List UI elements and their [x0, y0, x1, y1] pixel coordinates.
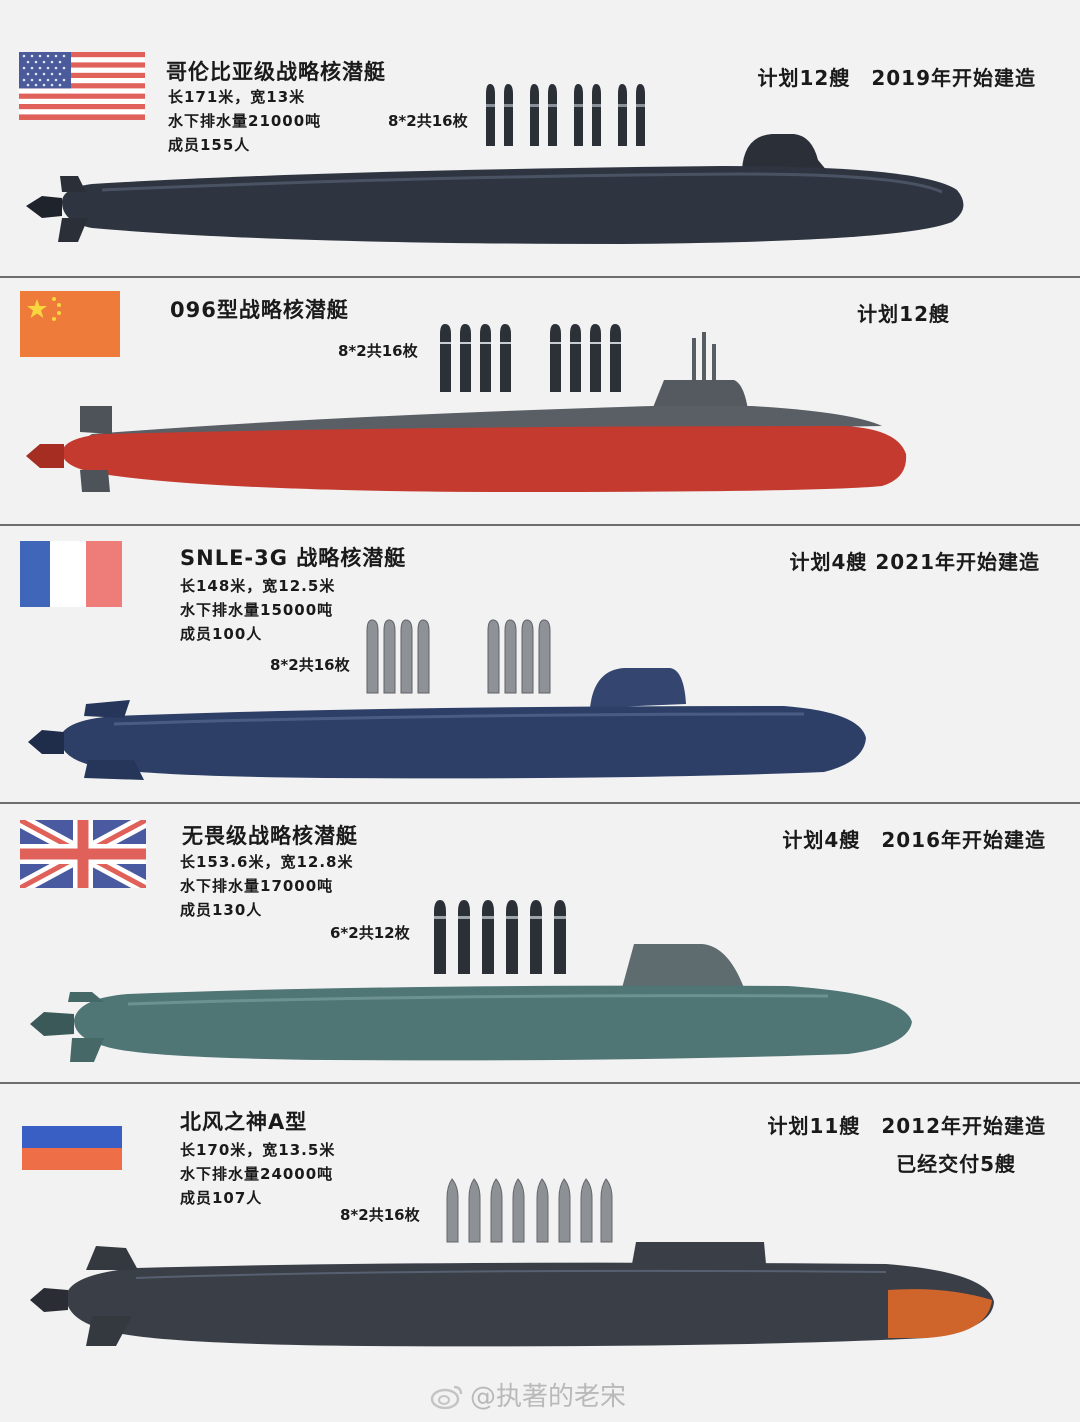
missile-icon [440, 324, 621, 392]
divider [0, 276, 1080, 278]
russia-flag-icon [22, 1126, 122, 1170]
build-plan: 计划12艘 [857, 302, 950, 326]
submarine-title: 北风之神A型 [180, 1110, 308, 1134]
panel-usa: 哥伦比亚级战略核潜艇 长171米，宽13米 水下排水量21000吨 成员155人… [0, 0, 1080, 276]
build-plan: 计划12艘 2019年开始建造 [757, 66, 1036, 90]
spec-displacement: 水下排水量24000吨 [180, 1165, 334, 1183]
france-flag-icon [20, 541, 122, 607]
submarine-title: 无畏级战略核潜艇 [182, 824, 358, 848]
missiles-group [434, 900, 566, 974]
missile-count-label: 6*2共12枚 [330, 924, 410, 942]
spec-dimensions: 长171米，宽13米 [168, 88, 306, 106]
divider [0, 1082, 1080, 1084]
submarine-hull [30, 1242, 994, 1347]
submarine-hull [26, 332, 907, 492]
spec-crew: 成员100人 [180, 625, 263, 643]
spec-displacement: 水下排水量15000吨 [180, 601, 334, 619]
build-plan: 计划11艘 2012年开始建造 [767, 1114, 1046, 1138]
spec-crew: 成员130人 [180, 901, 263, 919]
us-flag-icon [19, 52, 145, 120]
missile-icon [446, 1178, 613, 1243]
delivery-status: 已经交付5艘 [896, 1152, 1016, 1176]
spec-displacement: 水下排水量21000吨 [168, 112, 322, 130]
missiles-group [446, 1178, 613, 1243]
panel-france: SNLE-3G 战略核潜艇 长148米，宽12.5米 水下排水量15000吨 成… [0, 526, 1080, 802]
build-plan: 计划4艘 2021年开始建造 [789, 550, 1040, 574]
missile-count-label: 8*2共16枚 [340, 1206, 420, 1224]
missile-icon [366, 619, 551, 694]
missile-count-label: 8*2共16枚 [270, 656, 350, 674]
build-plan: 计划4艘 2016年开始建造 [782, 828, 1046, 852]
missiles-group [440, 324, 621, 392]
spec-dimensions: 长148米，宽12.5米 [180, 577, 336, 595]
missile-count-label: 8*2共16枚 [338, 342, 418, 360]
watermark: @执著的老宋 [430, 1376, 626, 1413]
watermark-text: @执著的老宋 [470, 1382, 627, 1412]
submarine-specs: 长171米，宽13米 水下排水量21000吨 成员155人 [168, 85, 321, 157]
missiles-group [366, 619, 551, 694]
spec-dimensions: 长153.6米，宽12.8米 [180, 853, 354, 871]
missile-count-label: 8*2共16枚 [388, 112, 468, 130]
missile-icon [486, 84, 645, 146]
submarine-hull [26, 134, 964, 244]
spec-displacement: 水下排水量17000吨 [180, 877, 334, 895]
divider [0, 524, 1080, 526]
weibo-icon [430, 1385, 463, 1409]
submarine-hull [28, 668, 866, 780]
missile-icon [434, 900, 566, 974]
submarine-hull [30, 944, 912, 1062]
spec-dimensions: 长170米，宽13.5米 [180, 1141, 336, 1159]
submarine-title: SNLE-3G 战略核潜艇 [180, 546, 407, 570]
submarine-title: 096型战略核潜艇 [170, 298, 349, 322]
china-flag-icon [20, 291, 120, 357]
spec-crew: 成员107人 [180, 1189, 263, 1207]
panel-china: 096型战略核潜艇 8*2共16枚 计划12艘 [0, 278, 1080, 524]
submarine-specs: 长148米，宽12.5米 水下排水量15000吨 成员100人 [180, 574, 335, 646]
divider [0, 802, 1080, 804]
submarine-specs: 长170米，宽13.5米 水下排水量24000吨 成员107人 [180, 1138, 335, 1210]
panel-russia: 北风之神A型 长170米，宽13.5米 水下排水量24000吨 成员107人 8… [0, 1084, 1080, 1422]
submarine-title: 哥伦比亚级战略核潜艇 [166, 60, 386, 84]
uk-flag-icon [20, 820, 146, 888]
submarine-specs: 长153.6米，宽12.8米 水下排水量17000吨 成员130人 [180, 850, 353, 922]
panel-uk: 无畏级战略核潜艇 长153.6米，宽12.8米 水下排水量17000吨 成员13… [0, 804, 1080, 1082]
missiles-group [486, 84, 645, 146]
spec-crew: 成员155人 [168, 136, 251, 154]
